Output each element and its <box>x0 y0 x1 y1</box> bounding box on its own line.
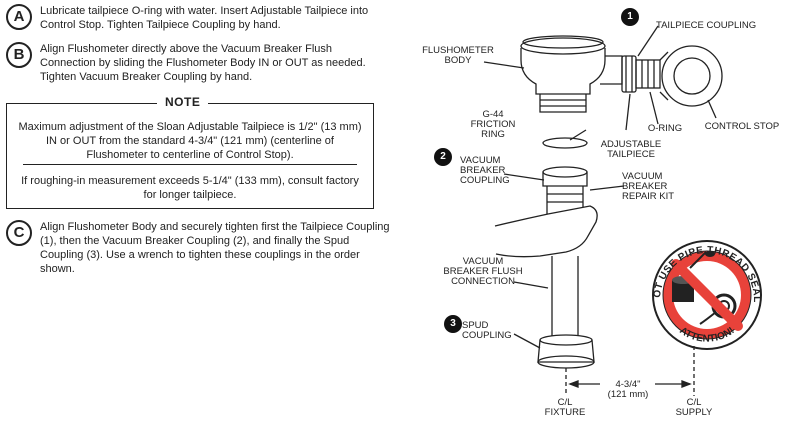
note-title: NOTE <box>157 95 209 109</box>
note-paragraph-2: If roughing-in measurement exceeds 5-1/4… <box>21 175 359 201</box>
coupling-number-3: 3 <box>444 315 462 333</box>
step-c-badge: C <box>6 220 32 246</box>
label-dimension: 4-3/4" (121 mm) <box>607 379 649 400</box>
label-vacuum-breaker-repair-kit: VACUUM BREAKER REPAIR KIT <box>622 171 675 202</box>
note-box: NOTE Maximum adjustment of the Sloan Adj… <box>6 95 374 209</box>
note-paragraph-1: Maximum adjustment of the Sloan Adjustab… <box>18 121 362 161</box>
label-o-ring: O-RING <box>647 123 683 134</box>
coupling-number-1: 1 <box>621 8 639 26</box>
step-b-badge: B <box>6 42 32 68</box>
label-vacuum-breaker-flush-connection: VACUUM BREAKER FLUSH CONNECTION <box>443 256 523 287</box>
step-b-text: Align Flushometer directly above the Vac… <box>40 43 366 83</box>
spud-coupling-graphic <box>537 334 595 369</box>
step-c-text: Align Flushometer Body and securely tigh… <box>40 221 390 275</box>
label-flushometer-body: FLUSHOMETER BODY <box>422 45 494 66</box>
label-g44-friction-ring: G-44 FRICTION RING <box>470 109 516 140</box>
label-vacuum-breaker-coupling: VACUUM BREAKER COUPLING <box>460 155 510 186</box>
hand-graphic <box>494 205 598 258</box>
coupling-number-2: 2 <box>434 148 452 166</box>
label-adjustable-tailpiece: ADJUSTABLE TAILPIECE <box>600 139 662 160</box>
vacuum-breaker-coupling-graphic <box>542 166 588 217</box>
label-spud-coupling: SPUD COUPLING <box>462 320 512 341</box>
note-divider <box>23 164 357 165</box>
control-stop-graphic <box>659 45 723 107</box>
label-cl-fixture: C/L FIXTURE <box>544 397 586 418</box>
step-a-badge: A <box>6 4 32 30</box>
flushometer-body-graphic <box>520 35 623 113</box>
step-a-text: Lubricate tailpiece O-ring with water. I… <box>40 5 369 31</box>
label-cl-supply: C/L SUPPLY <box>675 397 713 418</box>
label-tailpiece-coupling: TAILPIECE COUPLING <box>656 20 757 31</box>
label-control-stop: CONTROL STOP <box>704 121 780 132</box>
tailpiece-coupling-graphic <box>621 55 661 93</box>
friction-ring-graphic <box>542 137 588 149</box>
flush-connection-graphic <box>551 256 579 336</box>
